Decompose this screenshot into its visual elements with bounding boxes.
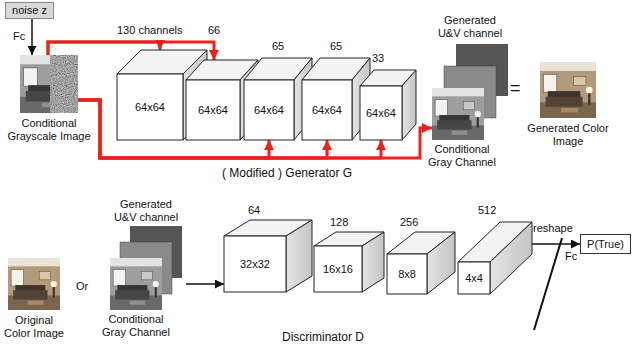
cube-side [490,222,532,294]
cube-front [387,254,427,294]
image-node: Conditional Grayscale Image [20,55,78,113]
noise-box: noise z [5,2,54,19]
cube-faces [360,70,418,142]
channel-count: 128 [330,216,348,229]
image-node: Original Color Image [8,258,60,310]
connector [186,283,224,285]
edge-label: Fc [12,30,26,43]
feature-size: 32x32 [240,258,270,271]
or-text: Or [76,280,88,293]
stack-heading: Generated U&V channel [111,198,181,224]
grayscale-image [20,55,78,113]
layer-cube: 6664x64 [186,80,240,140]
discriminator-caption: Discriminator D [282,330,364,344]
reshape-slash [534,238,562,330]
feature-size: 4x4 [465,272,483,285]
gray-channel-image [110,258,162,310]
cube-front [117,74,183,140]
cube-side [286,220,312,292]
connector [31,19,33,55]
cube-side [427,232,455,294]
layer-cube: 6564x64 [302,80,352,140]
channel-count: 130 channels [117,24,182,37]
layer-cube: 5124x4 [458,262,490,294]
layer-cube: 12816x16 [314,246,362,292]
cube-front [302,80,352,140]
stack-caption: Conditional Gray Channel [96,313,176,339]
noise-overlay [50,55,78,113]
feature-size: 64x64 [198,104,228,117]
layer-cube: 130 channels64x64 [117,74,183,140]
box-label: P(True) [587,238,624,251]
cube-faces [458,222,534,296]
cube-front [244,80,294,140]
equals-sign: = [510,78,521,98]
image-caption: Original Color Image [2,314,66,340]
feature-size: 64x64 [312,104,342,117]
feature-size: 64x64 [254,104,284,117]
image-caption: Conditional Grayscale Image [3,117,95,143]
connector [532,243,580,245]
channel-count: 256 [400,216,418,229]
edge-label: Fc [564,250,578,263]
channel-count: 66 [208,24,220,37]
feature-size: 8x8 [398,268,416,281]
stack-heading: Generated U&V channel [435,14,505,40]
feature-size: 64x64 [366,107,396,120]
channel-count: 64 [248,204,260,217]
cube-side [362,232,384,292]
generator-caption: ( Modified ) Generator G [222,166,352,180]
gray-channel-image [432,88,484,140]
cube-front [458,262,490,294]
channel-count: 33 [372,52,384,65]
feature-size: 16x16 [323,263,353,276]
cube-faces [387,232,457,296]
channel-stack: Generated U&V channelConditional Gray Ch… [110,258,162,310]
feature-size: 64x64 [135,101,165,114]
box-label: noise z [12,4,47,17]
image-caption: Generated Color Image [526,122,610,148]
cube-front [186,80,240,140]
cube-front [360,86,402,140]
cube-front [314,246,362,292]
image-node: Generated Color Image [540,62,596,118]
channel-count: 512 [478,204,496,217]
channel-stack: Generated U&V channelConditional Gray Ch… [432,88,484,140]
channel-count: 65 [272,40,284,53]
layer-cube: 6432x32 [224,236,286,292]
channel-count: 65 [330,40,342,53]
layer-cube: 6564x64 [244,80,294,140]
color-image [8,258,60,310]
cube-front [224,236,286,292]
layer-cube: 2568x8 [387,254,427,294]
color-image [540,62,596,118]
stack-caption: Conditional Gray Channel [426,143,498,169]
output-box: P(True) [580,234,631,254]
reshape-text: reshape [533,222,573,235]
layer-cube: 3364x64 [360,86,402,140]
cube-faces [224,220,314,294]
cube-side [402,70,416,140]
